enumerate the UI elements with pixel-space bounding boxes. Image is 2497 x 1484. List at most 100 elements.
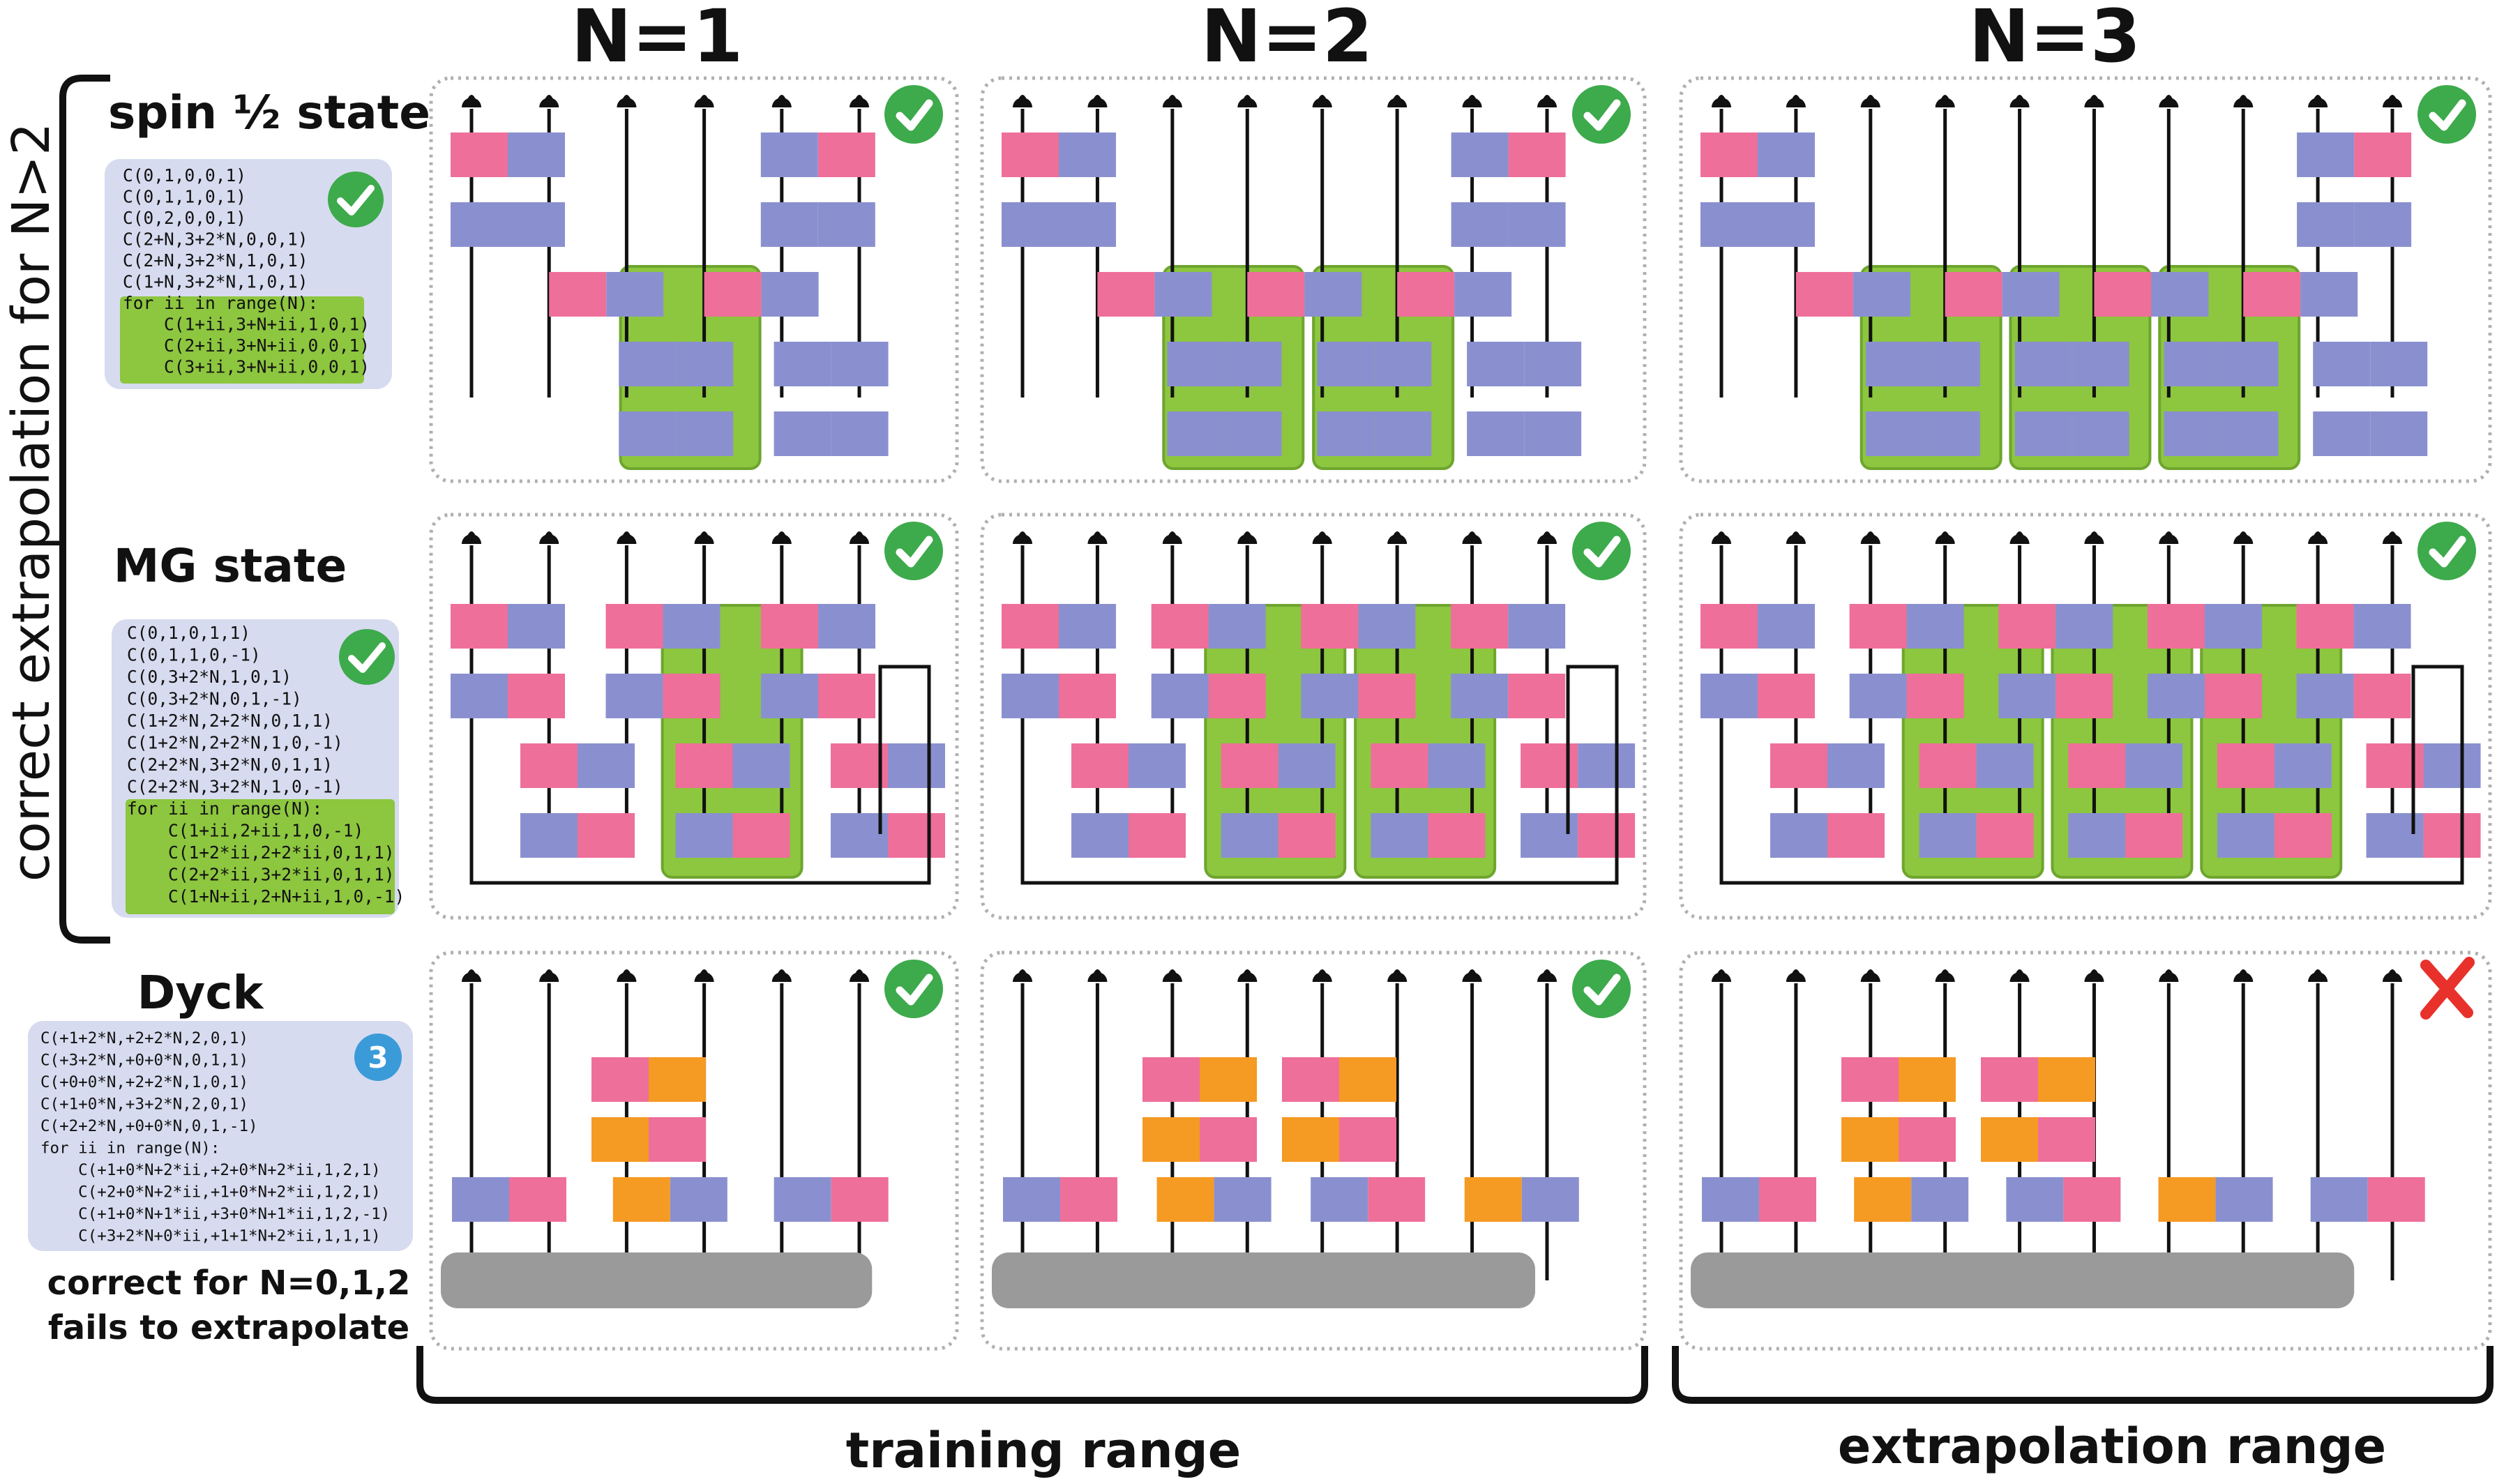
tile-half-blue xyxy=(2164,411,2221,456)
training-range-label: training range xyxy=(846,1422,1242,1479)
tile-half-pink xyxy=(2068,743,2126,788)
detector-icon xyxy=(852,95,866,107)
tile-half-pink xyxy=(578,813,635,858)
detector-icon xyxy=(465,969,478,982)
check-icon xyxy=(1572,522,1631,580)
tile-half-pink xyxy=(508,674,565,718)
tile-half-blue xyxy=(2310,1177,2368,1222)
tile-half-orange xyxy=(1841,1117,1899,1162)
tile-half-blue xyxy=(1524,411,1582,456)
detector-icon xyxy=(465,95,478,107)
tile-half-pink xyxy=(1301,604,1359,649)
detector-icon xyxy=(1390,95,1405,107)
code-line: C(+1+0*N+1*ii,+3+0*N+1*ii,1,2,-1) xyxy=(40,1205,390,1223)
gray-bar xyxy=(992,1252,1535,1308)
tile-half-blue xyxy=(1428,743,1486,788)
detector-icon xyxy=(1714,531,1728,544)
tile-half-pink xyxy=(605,604,663,649)
detector-icon xyxy=(465,531,478,544)
tile-half-blue xyxy=(605,674,663,718)
tile-half-pink xyxy=(2055,674,2113,718)
tile-half-blue xyxy=(2274,743,2332,788)
code-line: C(0,2,0,0,1) xyxy=(123,208,246,228)
tile-half-pink xyxy=(1827,813,1885,858)
tile-half-pink xyxy=(888,813,945,858)
code-line: C(0,1,0,1,1) xyxy=(127,623,250,643)
entangling-block xyxy=(1901,604,2044,879)
detector-icon xyxy=(2012,531,2027,544)
detector-icon xyxy=(1165,531,1179,544)
tile-half-pink xyxy=(1200,1117,1257,1162)
tile-half-blue xyxy=(2423,743,2481,788)
row-label-spin-half: spin ½ state xyxy=(108,86,430,139)
detector-icon xyxy=(697,531,711,544)
tile-half-blue xyxy=(2313,342,2371,386)
tile-half-pink xyxy=(1998,604,2056,649)
tile-half-blue xyxy=(732,743,790,788)
detector-icon xyxy=(852,531,866,544)
tile-half-blue xyxy=(451,674,508,718)
tile-half-pink xyxy=(1428,813,1486,858)
detector-icon xyxy=(2162,95,2176,107)
tile-half-blue xyxy=(2221,411,2279,456)
check-icon xyxy=(2417,85,2476,144)
tile-half-blue xyxy=(1059,132,1116,177)
code-line: for ii in range(N): xyxy=(123,293,318,313)
tile-half-orange xyxy=(1339,1057,1396,1102)
tile-half-blue xyxy=(2370,411,2428,456)
tile-half-blue xyxy=(2151,272,2209,317)
panel-r0-c0 xyxy=(429,76,959,483)
code-line: C(+2+0*N+2*ii,+1+0*N+2*ii,1,2,1) xyxy=(40,1183,381,1202)
tile-half-blue xyxy=(606,272,664,317)
detector-icon xyxy=(2385,531,2399,544)
tile-half-blue xyxy=(1467,411,1525,456)
tile-half-blue xyxy=(676,411,734,456)
tile-half-pink xyxy=(1339,1117,1396,1162)
tile-half-pink xyxy=(2423,813,2481,858)
detector-icon xyxy=(1465,969,1479,982)
detector-icon xyxy=(542,531,557,544)
code-line: C(2+N,3+2*N,0,0,1) xyxy=(123,229,308,250)
panel-r1-c2 xyxy=(1679,513,2492,920)
tile-half-blue xyxy=(774,411,831,456)
tile-half-blue xyxy=(2221,342,2279,386)
detector-icon xyxy=(2162,969,2176,982)
detector-icon xyxy=(1240,95,1255,107)
tile-half-pink xyxy=(761,604,818,649)
tile-half-blue xyxy=(2204,604,2262,649)
tile-half-pink xyxy=(1247,272,1305,317)
extrapolation-range-label: extrapolation range xyxy=(1838,1418,2386,1475)
tile-half-blue xyxy=(1524,342,1582,386)
tile-half-blue xyxy=(1700,202,1758,247)
tile-half-pink xyxy=(663,674,721,718)
check-mark xyxy=(2429,99,2466,131)
tile-half-blue xyxy=(2006,1177,2064,1222)
tile-half-pink xyxy=(2243,272,2301,317)
detector-icon xyxy=(1090,531,1105,544)
code-line: C(2+2*N,3+2*N,0,1,1) xyxy=(127,755,333,775)
tile-half-blue xyxy=(1374,411,1432,456)
tile-half-blue xyxy=(1214,1177,1272,1222)
panel-r1-c0 xyxy=(429,513,959,920)
detector-icon xyxy=(1540,95,1554,107)
detector-icon xyxy=(1788,531,1803,544)
tile-half-pink xyxy=(1700,132,1758,177)
tile-half-pink xyxy=(2063,1177,2121,1222)
code-line: C(0,1,0,0,1) xyxy=(123,165,246,186)
tile-half-blue xyxy=(831,342,889,386)
tile-half-pink xyxy=(451,604,508,649)
tile-half-orange xyxy=(1899,1057,1956,1102)
tile-half-pink xyxy=(1059,674,1116,718)
tile-half-pink xyxy=(732,813,790,858)
tile-half-pink xyxy=(1451,604,1509,649)
code-panel-mg-state: C(0,1,0,1,1)C(0,1,1,0,-1)C(0,3+2*N,1,0,1… xyxy=(112,619,405,918)
tile-half-blue xyxy=(670,1177,727,1222)
tile-half-pink xyxy=(1282,1057,1339,1102)
code-line: C(1+2*N,2+2*N,1,0,-1) xyxy=(127,733,343,753)
detector-icon xyxy=(1165,969,1179,982)
tile-half-pink xyxy=(1358,674,1416,718)
tile-half-pink xyxy=(2354,132,2412,177)
tile-half-pink xyxy=(1759,1177,1816,1222)
tile-half-pink xyxy=(1899,1117,1956,1162)
detector-icon xyxy=(1938,969,1952,982)
